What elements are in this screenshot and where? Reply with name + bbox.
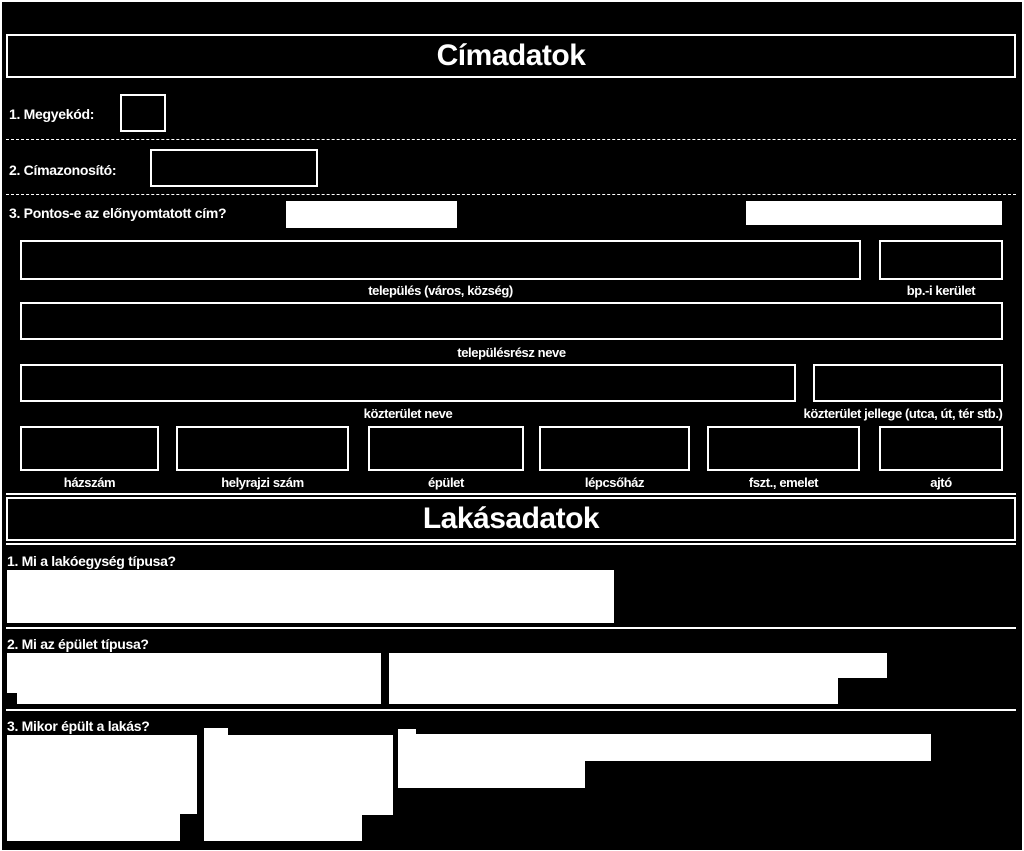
building-input[interactable] (368, 426, 524, 471)
floor-input[interactable] (707, 426, 860, 471)
separator (6, 139, 1016, 140)
parcel-number-input[interactable] (176, 426, 349, 471)
address-id-input[interactable] (150, 149, 318, 187)
dwelling-unit-type-options[interactable] (7, 570, 614, 623)
parcel-number-label: helyrajzi szám (221, 475, 304, 490)
staircase-input[interactable] (539, 426, 690, 471)
construction-period-option-group[interactable] (204, 815, 362, 841)
county-code-label: 1. Megyekód: (9, 106, 95, 122)
preprinted-address-answer-option[interactable] (286, 201, 457, 228)
building-type-option-group[interactable] (7, 653, 381, 704)
building-type-option-group[interactable] (389, 653, 887, 678)
house-number-label: házszám (63, 475, 116, 490)
building-label: épület (428, 475, 464, 490)
floor-label: fszt., emelet (748, 475, 819, 490)
separator (6, 493, 1016, 495)
section-header-dwelling: Lakásadatok (6, 497, 1016, 541)
door-input[interactable] (879, 426, 1003, 471)
settlement-input[interactable] (20, 240, 861, 280)
staircase-label: lépcsőház (584, 475, 645, 490)
building-type-question: 2. Mi az épület típusa? (7, 636, 149, 652)
dwelling-unit-type-question: 1. Mi a lakóegység típusa? (7, 553, 176, 569)
construction-period-option-group[interactable] (204, 728, 228, 738)
section-title-dwelling: Lakásadatok (422, 502, 600, 535)
construction-period-option-group[interactable] (398, 729, 416, 737)
settlement-part-label: településrész neve (457, 345, 566, 360)
section-title-address: Címadatok (436, 39, 586, 72)
preprinted-address-question: 3. Pontos-e az előnyomtatott cím? (9, 205, 227, 221)
street-type-label: közterület jellege (utca, út, tér stb.) (803, 406, 1003, 421)
spacer (7, 693, 17, 704)
street-name-label: közterület neve (363, 406, 453, 421)
separator (6, 709, 1016, 711)
district-input[interactable] (879, 240, 1003, 280)
county-code-input[interactable] (120, 94, 166, 132)
construction-period-question: 3. Mikor épült a lakás? (7, 718, 150, 734)
settlement-part-input[interactable] (20, 302, 1003, 340)
separator (6, 194, 1016, 195)
separator (6, 543, 1016, 545)
street-type-input[interactable] (813, 364, 1003, 402)
street-name-input[interactable] (20, 364, 796, 402)
section-header-address: Címadatok (6, 34, 1016, 78)
address-id-label: 2. Címazonosító: (9, 162, 117, 178)
construction-period-option-group[interactable] (398, 761, 585, 788)
preprinted-address-answer-option[interactable] (746, 201, 1002, 225)
door-label: ajtó (930, 475, 952, 490)
district-label: bp.-i kerület (906, 283, 976, 298)
settlement-label: település (város, község) (368, 283, 513, 298)
construction-period-option-group[interactable] (7, 814, 180, 841)
construction-period-option-group[interactable] (204, 735, 393, 815)
building-type-option-group[interactable] (389, 678, 838, 704)
separator (6, 627, 1016, 629)
construction-period-option-group[interactable] (398, 734, 931, 761)
construction-period-option-group[interactable] (7, 735, 197, 814)
house-number-input[interactable] (20, 426, 159, 471)
